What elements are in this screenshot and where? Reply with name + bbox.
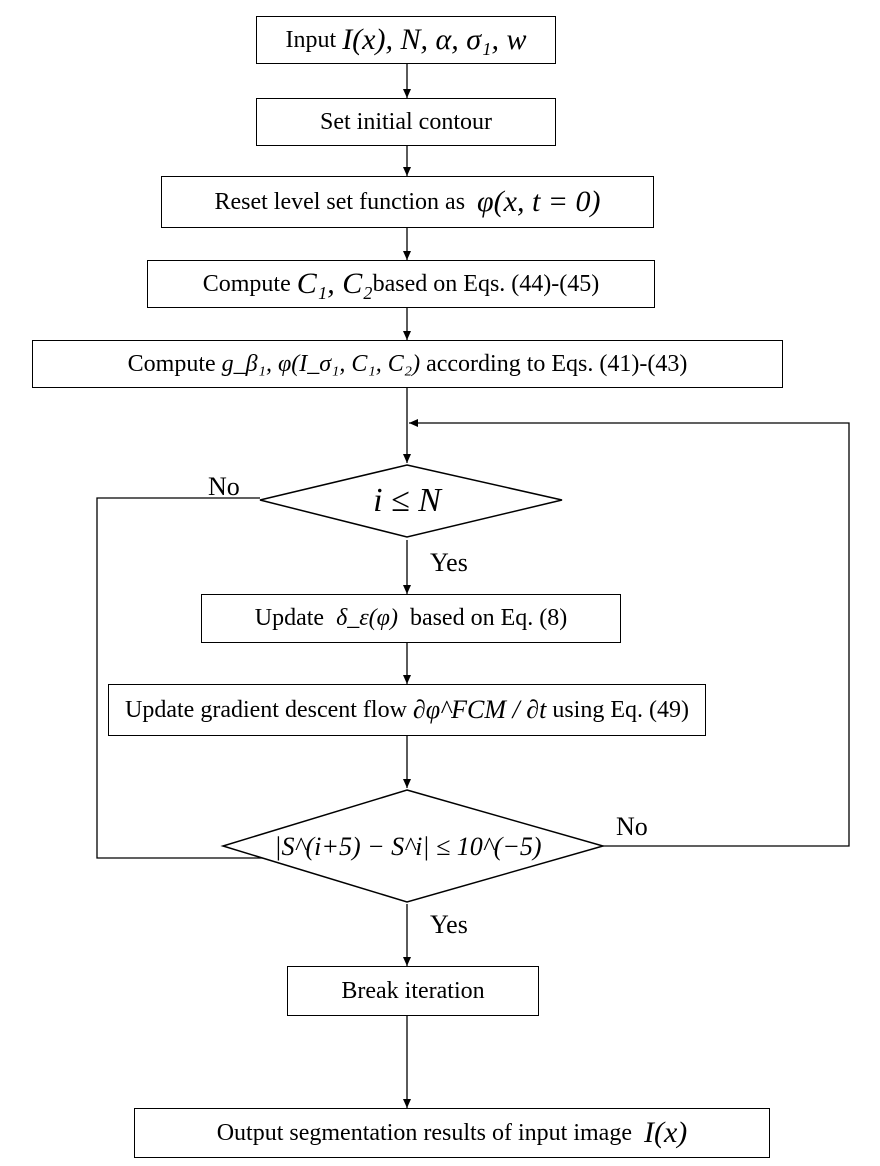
exit-connector	[96, 497, 405, 862]
iteration-check-label: i ≤ N	[373, 482, 441, 519]
edge-label-no-loop: No	[616, 812, 648, 841]
edge-label-no-exit: No	[208, 472, 240, 501]
edge-label-yes-continue: Yes	[430, 548, 468, 577]
update-delta-suffix: based on Eq. (8)	[409, 605, 568, 631]
reset-level-set-box: Reset level set function as φ(x, t = 0)	[161, 176, 654, 228]
compute-c-prefix: Compute	[202, 270, 291, 297]
update-flow-math: ∂φ^FCM / ∂t	[412, 695, 547, 724]
input-prefix: Input	[285, 26, 337, 53]
compute-c-suffix: based on Eqs. (44)-(45)	[372, 270, 600, 297]
output-math: I(x)	[643, 1116, 688, 1149]
compute-g-math: g_β₁, φ(I_σ₁, C₁, C₂)	[221, 350, 421, 377]
output-prefix: Output segmentation results of input ima…	[216, 1119, 632, 1146]
initial-contour-label: Set initial contour	[320, 108, 492, 135]
convergence-check-label: |S^(i+5) − S^i| ≤ 10^(−5)	[274, 832, 542, 861]
reset-level-set-math: φ(x, t = 0)	[477, 185, 601, 218]
compute-g-prefix: Compute	[127, 350, 216, 377]
loop-back-connector	[409, 419, 850, 847]
convergence-check-diamond	[220, 789, 606, 903]
compute-c-math: C₁, C₂	[296, 267, 373, 300]
update-flow-prefix: Update gradient descent flow	[125, 696, 407, 723]
update-delta-box: Update δ_ε(φ) based on Eq. (8)	[201, 594, 621, 643]
input-box: Input I(x), N, α, σ₁, w	[256, 16, 556, 64]
update-flow-box: Update gradient descent flow ∂φ^FCM / ∂t…	[108, 684, 706, 736]
compute-g-box: Compute g_β₁, φ(I_σ₁, C₁, C₂) according …	[32, 340, 783, 388]
edge-label-yes-break: Yes	[430, 910, 468, 939]
update-flow-suffix: using Eq. (49)	[552, 696, 689, 723]
output-box: Output segmentation results of input ima…	[134, 1108, 770, 1158]
break-iteration-box: Break iteration	[287, 966, 539, 1016]
update-delta-math: δ_ε(φ)	[336, 605, 398, 631]
break-iteration-label: Break iteration	[341, 977, 485, 1004]
initial-contour-box: Set initial contour	[256, 98, 556, 146]
input-math: I(x), N, α, σ₁, w	[342, 23, 527, 56]
reset-level-set-text: Reset level set function as	[214, 188, 466, 215]
compute-g-suffix: according to Eqs. (41)-(43)	[426, 350, 688, 377]
iteration-check-diamond	[259, 464, 563, 538]
update-delta-prefix: Update	[254, 605, 325, 631]
